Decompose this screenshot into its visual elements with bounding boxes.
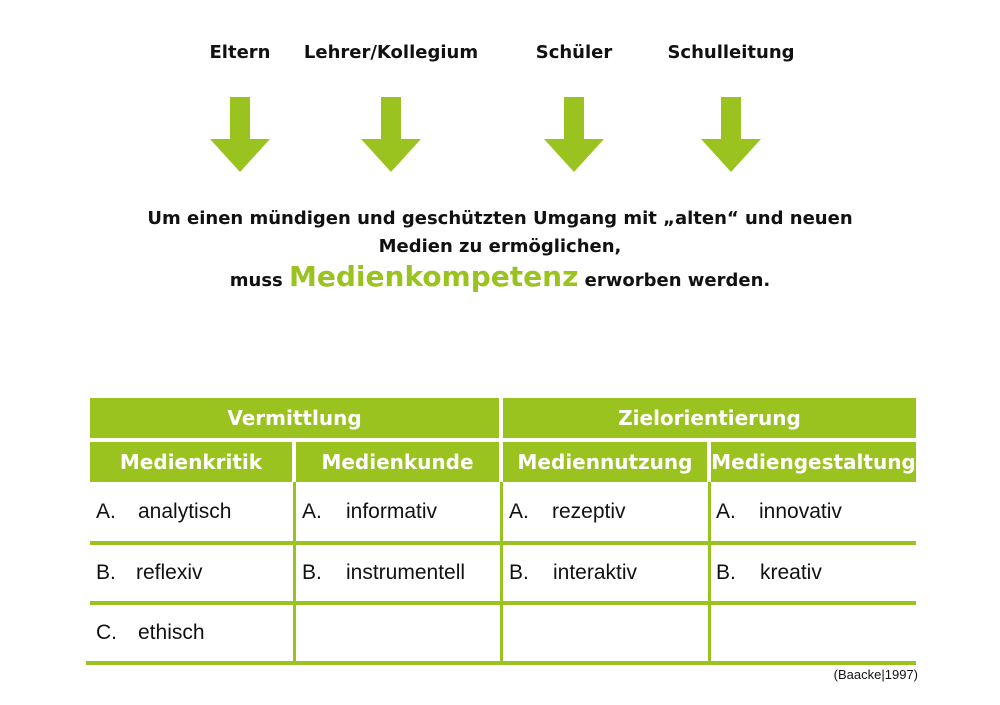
cell-text: interaktiv	[553, 561, 638, 584]
grid-divider	[90, 601, 916, 605]
message-post: erworben werden.	[584, 270, 771, 291]
cell-text: innovativ	[759, 500, 842, 523]
table-cell: B. instrumentell	[302, 546, 498, 600]
arrow-down-icon	[701, 97, 761, 172]
cell-text: rezeptiv	[552, 500, 626, 523]
cell-text: ethisch	[138, 621, 205, 644]
stakeholder-schulleitung: Schulleitung	[667, 42, 795, 63]
grid-divider	[500, 482, 503, 664]
table-cell: A. rezeptiv	[509, 486, 705, 538]
stakeholder-schueler: Schüler	[535, 42, 613, 63]
cell-letter: B.	[509, 561, 529, 584]
cell-letter: A.	[96, 500, 116, 523]
table-cell: B. reflexiv	[96, 546, 292, 600]
column-header-medienkunde: Medienkunde	[296, 442, 499, 482]
grid-divider	[708, 482, 711, 664]
arrow-down-icon	[544, 97, 604, 172]
grid-divider	[90, 541, 916, 545]
cell-letter: A.	[509, 500, 529, 523]
group-header-vermittlung: Vermittlung	[90, 398, 499, 438]
cell-text: instrumentell	[346, 561, 466, 584]
arrow-down-icon	[210, 97, 270, 172]
cell-letter: C.	[96, 621, 117, 644]
table-cell: B. kreativ	[716, 546, 912, 600]
cell-text: analytisch	[138, 500, 232, 523]
stakeholder-eltern: Eltern	[209, 42, 271, 63]
group-header-zielorientierung: Zielorientierung	[503, 398, 916, 438]
column-header-mediengestaltung: Mediengestaltung	[711, 442, 916, 482]
table-cell: A. informativ	[302, 486, 498, 538]
column-header-mediennutzung: Mediennutzung	[503, 442, 707, 482]
stakeholder-lehrer: Lehrer/Kollegium	[303, 42, 479, 63]
table-cell: A. analytisch	[96, 486, 292, 538]
message-line-2: Medien zu ermöglichen,	[378, 236, 622, 257]
highlight-medienkompetenz: Medienkompetenz	[289, 260, 579, 293]
cell-letter: B.	[302, 561, 322, 584]
cell-text: informativ	[346, 500, 438, 523]
cell-text: kreativ	[760, 561, 822, 584]
cell-letter: A.	[716, 500, 736, 523]
citation: (Baacke|1997)	[833, 667, 918, 682]
message-pre: muss	[229, 270, 283, 291]
cell-letter: A.	[302, 500, 322, 523]
cell-letter: B.	[716, 561, 736, 584]
table-cell: C. ethisch	[96, 606, 292, 660]
column-header-medienkritik: Medienkritik	[90, 442, 292, 482]
message-line-3: muss Medienkompetenz erworben werden.	[0, 263, 1000, 294]
table-cell: A. innovativ	[716, 486, 912, 538]
arrow-down-icon	[361, 97, 421, 172]
cell-letter: B.	[96, 561, 116, 584]
grid-divider	[293, 482, 296, 664]
grid-divider	[86, 661, 916, 665]
cell-text: reflexiv	[136, 561, 203, 584]
message-line-1: Um einen mündigen und geschützten Umgang…	[147, 208, 853, 229]
table-cell: B. interaktiv	[509, 546, 705, 600]
